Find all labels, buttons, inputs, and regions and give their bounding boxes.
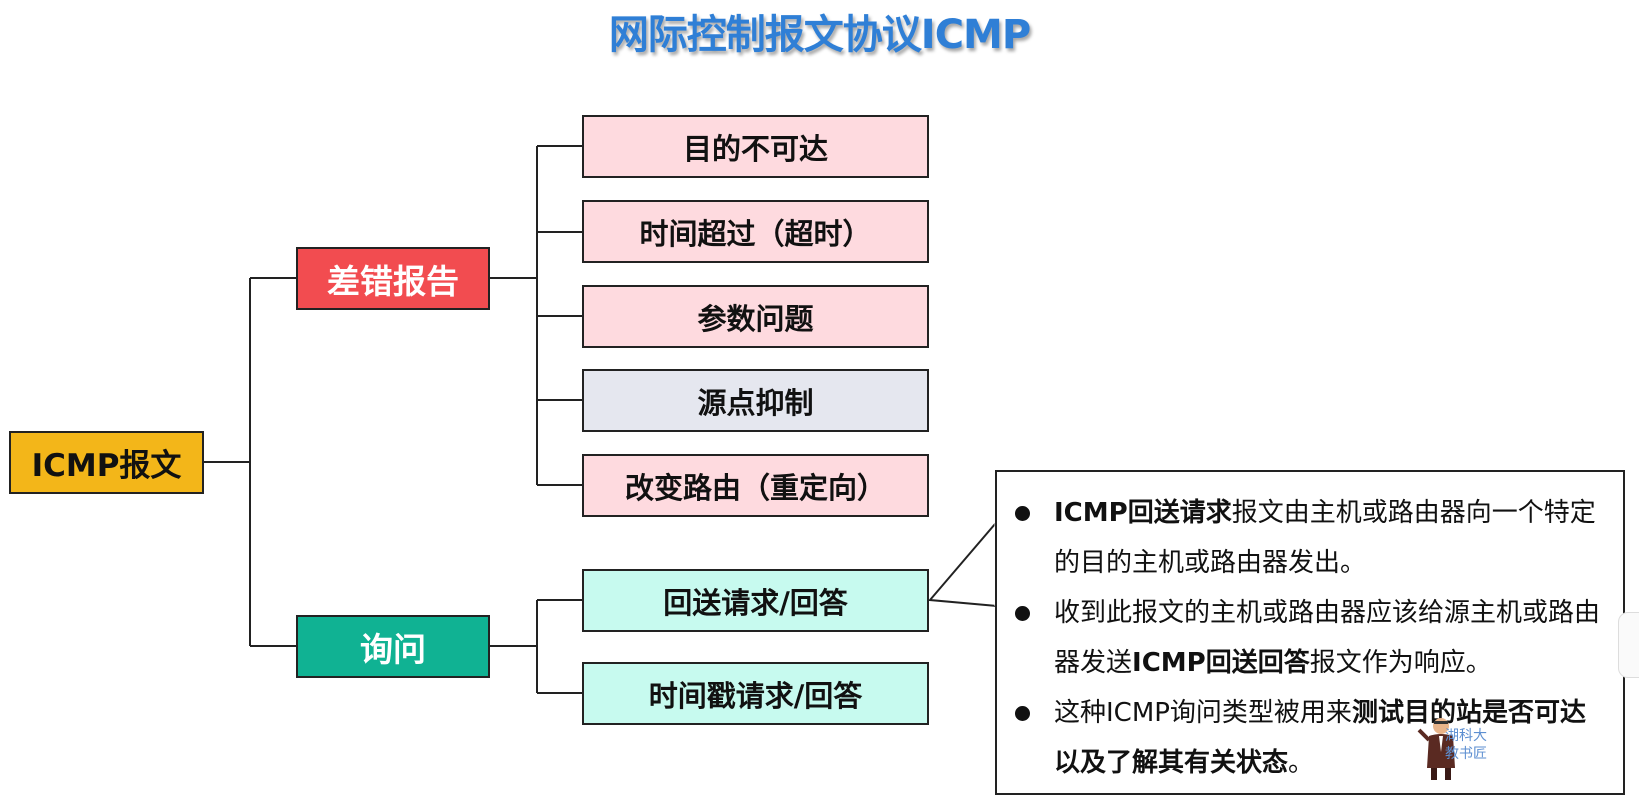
bullet-dot-icon [1015,506,1030,521]
text-segment: 。 [1288,748,1315,778]
leaf-time-exceeded: 时间超过（超时） [582,200,929,263]
callout-pointer [927,523,998,607]
callout-bullet: 收到此报文的主机或路由器应该给源主机或路由器发送ICMP回送回答报文作为响应。 [1015,588,1603,688]
leaf-label: 改变路由（重定向） [624,470,886,505]
leaf-label: 时间戳请求/回答 [648,678,863,713]
callout-bullet: ICMP回送请求报文由主机或路由器向一个特定的目的主机或路由器发出。 [1015,488,1603,588]
bullet-text: ICMP回送请求报文由主机或路由器向一个特定的目的主机或路由器发出。 [1054,488,1603,588]
bold-segment: 测试目的站是否可达以及了解其有关状态 [1054,698,1586,778]
bullet-dot-icon [1015,706,1030,721]
text-segment: 报文由主机或路由器向一个特定的目的主机或路由器发出。 [1054,498,1596,578]
leaf-label: 时间超过（超时） [639,216,872,251]
bold-segment: 回送请求 [1127,498,1232,528]
bold-segment: 回送回答 [1205,648,1310,678]
page-title: 网际控制报文协议ICMP [608,12,1031,58]
callout-bullet: 这种ICMP询问类型被用来测试目的站是否可达以及了解其有关状态。 [1015,688,1603,788]
leaf-label: 回送请求/回答 [663,585,848,620]
category-query: 询问 [296,615,490,678]
leaf-label: 源点抑制 [697,385,814,420]
leaf-destination-unreachable: 目的不可达 [582,115,929,178]
category-error-report: 差错报告 [296,247,490,310]
watermark-text: 湖科大 教书匠 [1445,727,1487,763]
side-panel-handle[interactable] [1618,612,1639,678]
text-segment: 报文作为响应。 [1309,648,1492,678]
leaf-timestamp-request-reply: 时间戳请求/回答 [582,662,929,725]
text-segment: 这种ICMP询问类型被用来 [1054,698,1352,728]
watermark-line: 教书匠 [1445,746,1487,762]
leaf-source-quench: 源点抑制 [582,369,929,432]
category-label: 差错报告 [327,261,459,301]
bold-segment: ICMP [1132,648,1206,678]
leaf-label: 目的不可达 [682,131,828,166]
bullet-text: 这种ICMP询问类型被用来测试目的站是否可达以及了解其有关状态。 [1054,688,1603,788]
echo-callout-box: ICMP回送请求报文由主机或路由器向一个特定的目的主机或路由器发出。 收到此报文… [995,470,1625,795]
category-label: 询问 [360,629,426,669]
leaf-parameter-problem: 参数问题 [582,285,929,348]
root-node: ICMP报文 [9,431,204,494]
root-label: ICMP报文 [31,448,182,484]
leaf-echo-request-reply: 回送请求/回答 [582,569,929,632]
leaf-redirect: 改变路由（重定向） [582,454,929,517]
text-segment: 收到此报文的主机或路由器应该给源主机或路由器发送 [1054,598,1601,678]
watermark-line: 湖科大 [1445,728,1487,744]
leaf-label: 参数问题 [697,301,814,336]
teacher-cartoon-icon [1417,718,1455,780]
bold-segment: ICMP [1054,498,1128,528]
bullet-dot-icon [1015,606,1030,621]
bullet-text: 收到此报文的主机或路由器应该给源主机或路由器发送ICMP回送回答报文作为响应。 [1054,588,1603,688]
